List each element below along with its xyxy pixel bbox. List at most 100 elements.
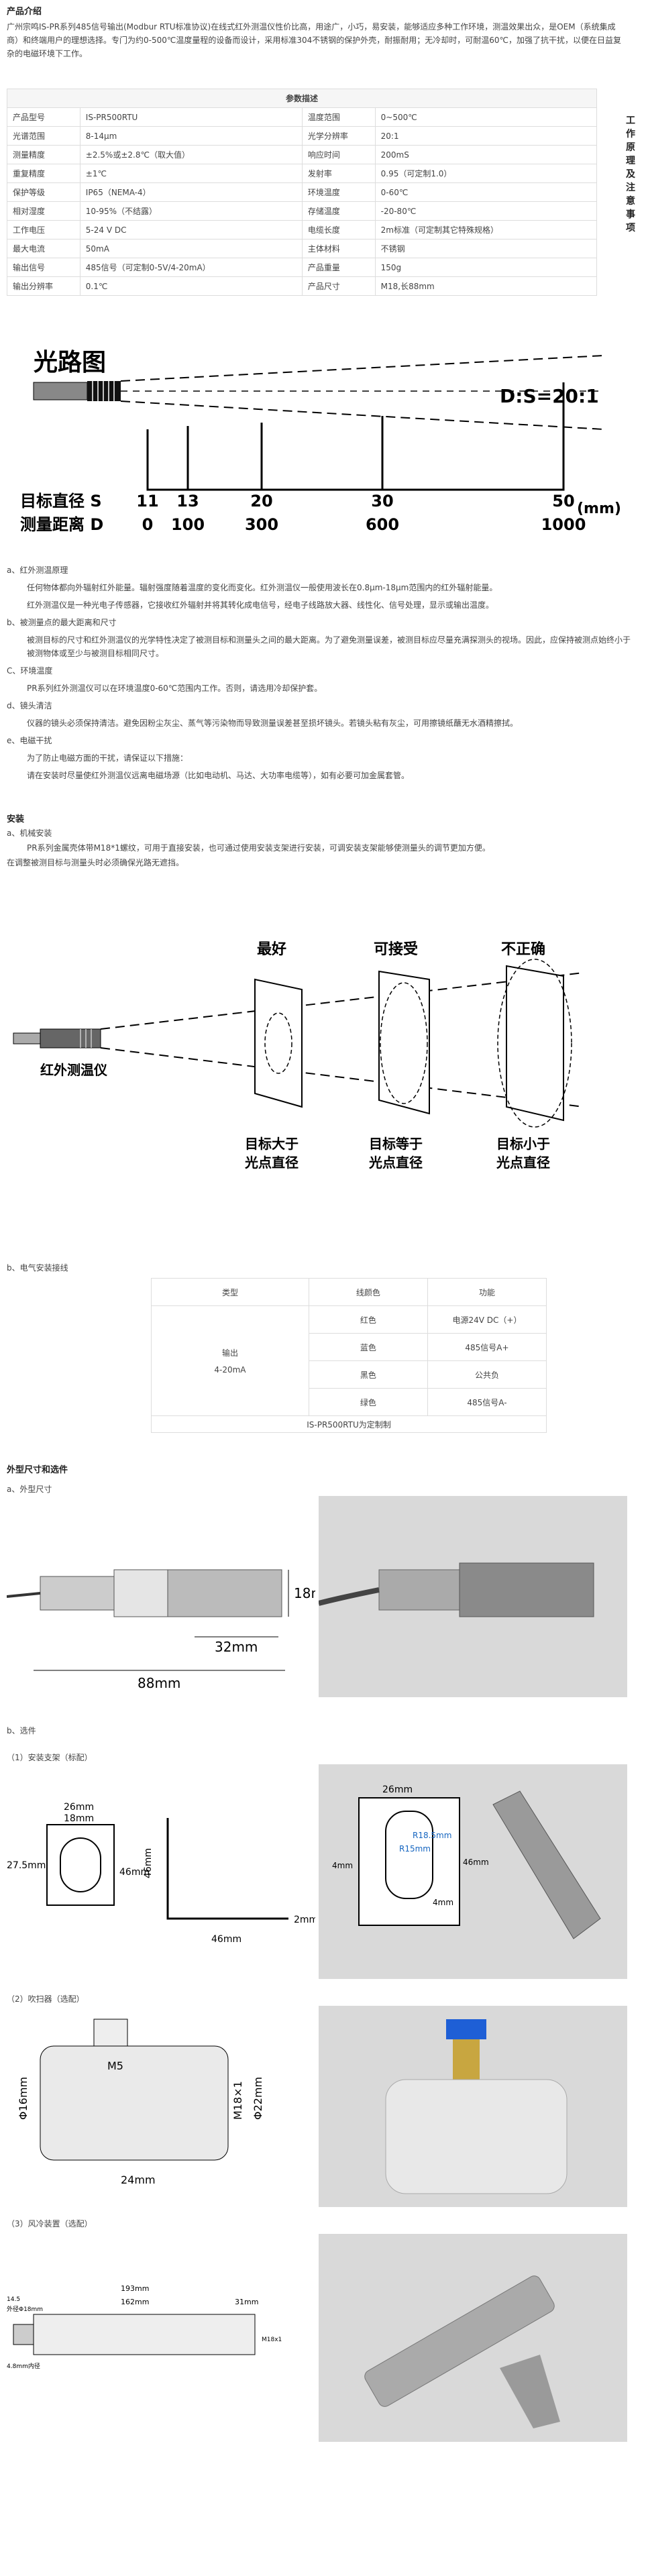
spec-key: 光学分辨率 [301,126,376,146]
spec-key: 存储温度 [301,201,376,221]
side-label-char: 项 [626,223,635,233]
spec-value: 2m标准（可定制其它特殊规格） [374,220,598,239]
dims-sub-a: a、外型尺寸 [7,1485,52,1494]
spec-value: IS-PR500RTU [79,107,303,127]
bracket-dim-2: 2mm [294,1915,315,1925]
spec-key: 产品尺寸 [301,276,376,296]
target-size-diagram: 最好 可接受 不正确 红外测温仪 目标大于光点直径目标等于光点直径目标小于光 [7,939,597,1181]
sensor-body-left [113,1569,168,1617]
install-sub: a、机械安装 [7,828,52,838]
spec-value: 10-95%（不结露） [79,201,303,221]
option-1-title: （1）安装支架（标配） [7,1753,93,1762]
wire-color: 绿色 [308,1388,428,1416]
bracket-dim-46b: 46mm [143,1848,154,1878]
row2-value: 600 [366,515,399,534]
side-vertical-label: 工作原理及注意事项 [624,114,637,235]
row2-label: 测量距离 D [20,515,103,534]
side-label-char: 作 [626,129,635,140]
device-body [40,1028,101,1049]
unit-label: (mm) [577,500,621,517]
bracket-photo-dim-4b: 4mm [433,1898,453,1907]
spec-key: 输出分辨率 [7,276,80,296]
device-label: 红外测温仪 [40,1062,108,1078]
dims-title: 外型尺寸和选件 [7,1465,68,1475]
label-acceptable: 可接受 [374,941,418,958]
principle-heading: a、红外测温原理 [7,566,68,575]
row1-label: 目标直径 S [20,492,102,511]
principle-heading: e、电磁干扰 [7,736,52,745]
target-bottom-label: 光点直径 [496,1155,550,1171]
optical-title: 光路图 [34,349,106,376]
label-incorrect: 不正确 [501,941,545,958]
side-label-char: 意 [626,196,635,207]
wiring-type-label: 输出 [221,1348,238,1358]
spec-key: 相对湿度 [7,201,80,221]
bracket-dim-46a: 46mm [119,1867,150,1878]
cool-dim-m18: M18x1 [262,2337,282,2343]
install-text1: PR系列金属壳体带M18*1螺纹，可用于直接安装，也可通过使用安装支架进行安装，… [27,843,490,853]
target-bottom-label: 光点直径 [368,1155,423,1171]
spec-value: 8-14μm [79,126,303,146]
option-3-title: （3）风冷装置（选配） [7,2219,93,2229]
side-label-char: 事 [626,209,635,220]
cool-dim-162: 162mm [121,2298,149,2306]
bracket-photo-dim-26: 26mm [382,1784,413,1795]
intro-text: 广州宗鸣IS-PR系列485信号输出(Modbur RTU标准协议)在线式红外测… [7,22,622,58]
target-bottom-label: 目标大于 [245,1136,299,1152]
wiring-header: 类型 [151,1278,309,1306]
row1-value: 20 [250,492,272,511]
spec-key: 主体材料 [301,239,376,258]
wiring-footer: IS-PR500RTU为定制制 [151,1415,547,1433]
bracket-dim-27: 27.5mm [7,1860,46,1871]
target-panels [254,965,564,1122]
spec-key: 重复精度 [7,164,80,183]
wire-function: 电源24V DC（+） [427,1305,547,1334]
spec-value: IP65（NEMA-4） [79,182,303,202]
principle-heading: b、被测量点的最大距离和尺寸 [7,618,117,627]
bracket-photo-dim-r15: R15mm [399,1844,431,1854]
sensor-cable-gland [40,1576,115,1611]
sensor-thread [167,1569,282,1617]
principle-heading: d、镜头清洁 [7,701,52,710]
spec-value: 200mS [374,145,598,164]
cool-dim-193: 193mm [121,2284,149,2293]
spec-key: 测量精度 [7,145,80,164]
row2-value: 300 [245,515,278,534]
purge-dim-m18: M18×1 [231,2081,244,2120]
principle-text: 请在安装时尽量使红外测温仪远离电磁场源（比如电动机、马达、大功率电缆等），如有必… [27,771,410,780]
option-2-title: （2）吹扫器（选配） [7,1994,85,2004]
spec-value: 50mA [79,239,303,258]
spec-value: ±1℃ [79,164,303,183]
cool-dim-31: 31mm [235,2298,258,2306]
cooling-drawing: 193mm 162mm 31mm 14.5 外径Φ18mm M18x1 4.8m… [7,2267,315,2402]
wire-color: 黑色 [308,1360,428,1389]
spec-key: 温度范围 [301,107,376,127]
row1-value: 30 [371,492,393,511]
purge-dim-16: Φ16mm [17,2077,30,2120]
spec-value: 0.1℃ [79,276,303,296]
bracket-dim-18: 18mm [64,1813,94,1824]
wiring-header: 功能 [427,1278,547,1306]
spec-key: 电缆长度 [301,220,376,239]
ratio-label: D:S=20:1 [500,385,599,407]
bracket-dim-46c: 46mm [211,1934,241,1945]
row2-value: 100 [171,515,205,534]
target-bottom-label: 光点直径 [244,1155,299,1171]
install-text2: 在调整被测目标与测量头时必须确保光路无遮挡。 [7,858,184,867]
bracket-dim-26: 26mm [64,1802,94,1813]
purge-dim-24: 24mm [121,2174,156,2186]
spec-value: 5-24 V DC [79,220,303,239]
dim-18: 18mm [294,1585,315,1601]
spec-value: M18,长88mm [374,276,598,296]
target-markers [146,382,565,491]
dim-88: 88mm [138,1675,180,1691]
spec-key: 响应时间 [301,145,376,164]
